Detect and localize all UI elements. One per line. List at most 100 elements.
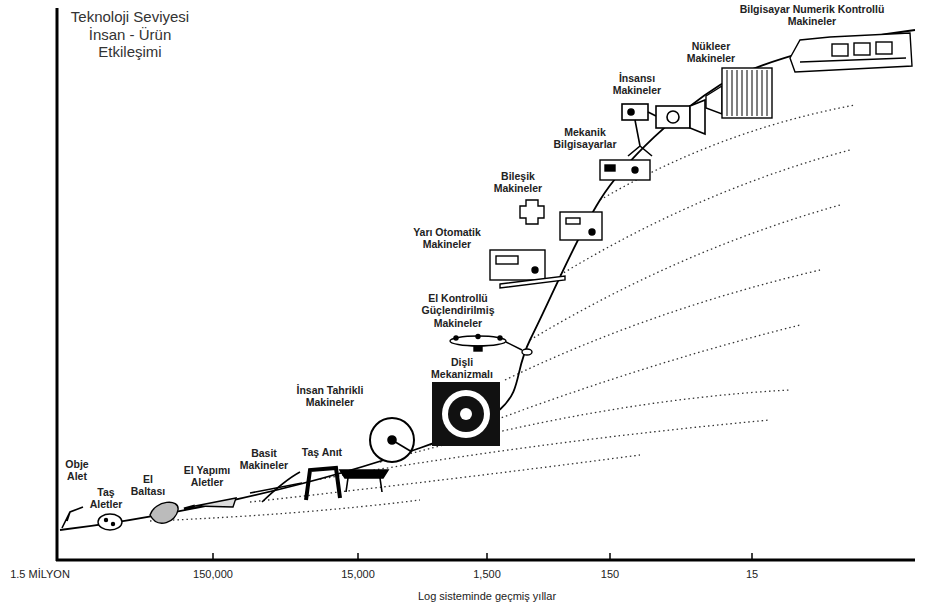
- axis-tick: [609, 553, 611, 560]
- hand-axe-icon: [150, 502, 178, 523]
- dotted-trend-curve: [530, 205, 840, 340]
- compound-machine-icon: [520, 200, 602, 240]
- axis: [56, 8, 59, 561]
- tick-label-box: 150: [575, 568, 645, 581]
- gear-mechanism-icon: [445, 393, 487, 435]
- humanoid-machine-icon: [648, 112, 656, 116]
- powered-machine-icon: [506, 342, 522, 350]
- handmade-tool-icon: [184, 506, 195, 509]
- powered-machine-icon: [454, 336, 458, 340]
- dotted-trend-curve: [150, 500, 420, 521]
- tick-label: 15,000: [323, 568, 393, 581]
- human-powered-machine-icon: [392, 440, 412, 452]
- axis: [56, 8, 915, 561]
- gear-mechanism-icon: [448, 396, 484, 432]
- stage-label: İnsan Tahrikli Makineler: [290, 384, 370, 409]
- stage-label-box: Mekanik Bilgisayarlar: [549, 126, 621, 151]
- humanoid-machine-icon: [690, 100, 705, 134]
- powered-machine-icon: [498, 336, 502, 340]
- humanoid-machine-icon: [628, 109, 634, 115]
- dotted-trend-curve: [505, 270, 820, 380]
- tick-label: 1.5 MİLYON: [4, 568, 76, 581]
- nuclear-machine-icon: [722, 68, 772, 118]
- axis-title: Teknoloji Seviyesi İnsan - Ürün Etkileşi…: [55, 8, 205, 61]
- nuclear-machine-icon: [706, 68, 772, 118]
- object-tool-icon: [62, 507, 83, 528]
- stage-label-box: Bileşik Makineler: [489, 170, 547, 195]
- gear-mechanism-icon: [442, 390, 490, 438]
- human-powered-machine-icon: [370, 418, 414, 462]
- human-powered-machine-icon: [380, 478, 382, 492]
- human-powered-machine-icon: [340, 470, 388, 478]
- tick-label-box: 15: [717, 568, 787, 581]
- stone-tool-icon: [105, 519, 108, 522]
- stage-label: İnsansı Makineler: [608, 72, 666, 97]
- axis-title-box: Teknoloji Seviyesi İnsan - Ürün Etkileşi…: [55, 8, 205, 61]
- stage-label: El Kontrollü Güçlendirilmiş Makineler: [415, 292, 501, 329]
- compound-machine-icon: [520, 200, 544, 224]
- stage-label-box: İnsansı Makineler: [608, 72, 666, 97]
- handmade-tool-icon: [184, 498, 236, 509]
- tick-label-box: 1.5 MİLYON: [4, 568, 76, 581]
- tick-label: 15: [717, 568, 787, 581]
- simple-machine-icon: [250, 472, 302, 502]
- stage-label-box: İnsan Tahrikli Makineler: [290, 384, 370, 409]
- mechanical-computer-icon: [605, 165, 615, 171]
- compound-machine-icon: [589, 229, 595, 235]
- stage-label-box: Bilgisayar Numerik Kontrollü Makineler: [725, 3, 900, 28]
- tick-label: 150,000: [178, 568, 248, 581]
- stage-label: Mekanik Bilgisayarlar: [549, 126, 621, 151]
- stone-tool-icon: [98, 514, 122, 530]
- axis-tick: [212, 553, 214, 560]
- cnc-machine-icon: [876, 42, 892, 54]
- cnc-machine-icon: [790, 33, 912, 72]
- axis: [56, 559, 915, 562]
- dotted-trend-curve: [560, 150, 850, 275]
- tick-label-box: 1,500: [452, 568, 522, 581]
- humanoid-machine-icon: [628, 120, 652, 156]
- powered-machine-icon: [522, 349, 532, 355]
- stage-label: El Baltası: [126, 473, 170, 498]
- tick-label-box: 15,000: [323, 568, 393, 581]
- stage-label-box: El Yapımı Aletler: [176, 464, 238, 489]
- humanoid-machine-icon: [656, 106, 690, 128]
- stage-label: Yarı Otomatik Makineler: [408, 226, 486, 251]
- nuclear-machine-icon: [706, 86, 722, 114]
- object-tool-icon: [62, 507, 83, 528]
- dotted-trend-curve: [430, 325, 800, 445]
- semi-automatic-machine-icon: [500, 276, 565, 288]
- axis-tick: [213, 553, 752, 560]
- cnc-machine-icon: [854, 43, 870, 55]
- stage-label: Dişli Mekanizmalı: [427, 356, 497, 381]
- tick-label-box: 150,000: [178, 568, 248, 581]
- stage-label-box: Basit Makineler: [236, 447, 292, 472]
- stage-label: Bilgisayar Numerik Kontrollü Makineler: [725, 3, 900, 28]
- main-evolution-curve: [60, 30, 915, 530]
- semi-automatic-machine-icon: [490, 250, 545, 280]
- handmade-tool-icon: [195, 498, 236, 507]
- stage-label: Taş Aletler: [84, 486, 128, 511]
- cnc-machine-icon: [832, 44, 848, 56]
- axis-tick: [751, 553, 753, 560]
- stage-label-box: Yarı Otomatik Makineler: [408, 226, 486, 251]
- compound-machine-icon: [566, 218, 580, 224]
- mechanical-computer-icon: [632, 167, 638, 173]
- stone-tool-icon: [98, 514, 122, 530]
- humanoid-machine-icon: [622, 104, 648, 120]
- cnc-machine-icon: [800, 58, 906, 62]
- stage-label: Taş Anıt: [297, 446, 347, 458]
- stone-monument-icon: [306, 468, 340, 500]
- axis-caption-box: Log sisteminde geçmiş yıllar: [357, 590, 617, 603]
- nuclear-machine-icon: [727, 70, 767, 116]
- semi-automatic-machine-icon: [490, 250, 565, 288]
- human-powered-machine-icon: [346, 478, 348, 492]
- gear-mechanism-icon: [460, 408, 472, 420]
- stage-label: Basit Makineler: [236, 447, 292, 472]
- humanoid-machine-icon: [667, 111, 679, 123]
- tick-label: 1,500: [452, 568, 522, 581]
- stage-label: El Yapımı Aletler: [176, 464, 238, 489]
- powered-machine-icon: [476, 335, 480, 339]
- stage-label-box: Taş Anıt: [297, 446, 347, 458]
- stone-monument-icon: [306, 468, 340, 500]
